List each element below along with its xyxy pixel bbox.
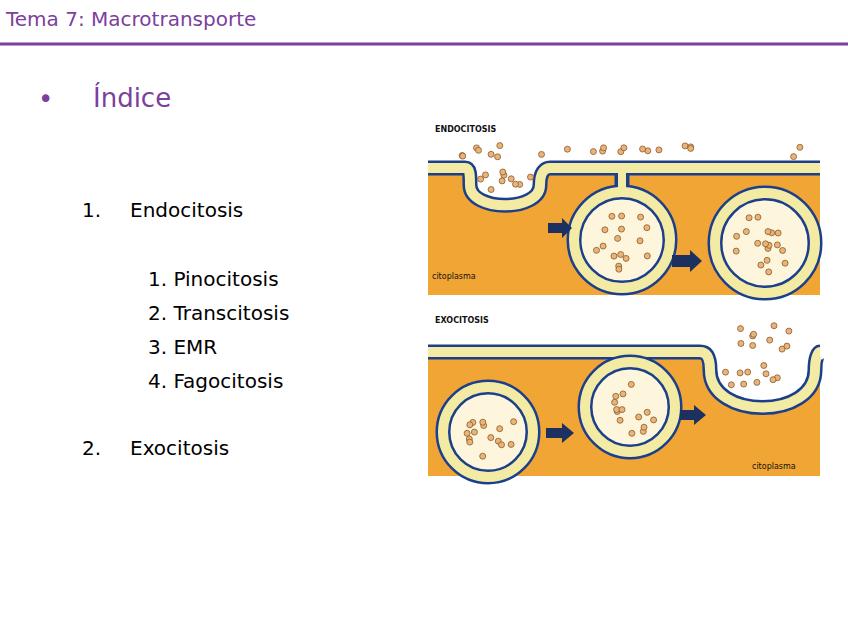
panel-label: ENDOCITOSIS (435, 125, 496, 135)
region-label: citoplasma (752, 462, 796, 472)
title-rule (0, 43, 848, 46)
list-number: 2. (82, 436, 101, 460)
sub-item: 1. Pinocitosis (148, 267, 279, 291)
sub-item: 3. EMR (148, 335, 217, 359)
sub-item: 4. Fagocitosis (148, 369, 283, 393)
exocytosis-figure (428, 316, 820, 477)
sub-item: 2. Transcitosis (148, 301, 289, 325)
list-item: Endocitosis (130, 198, 243, 222)
bullet: • (38, 84, 53, 115)
panel-label: EXOCITOSIS (435, 316, 489, 326)
list-number: 1. (82, 198, 101, 222)
slide-title: Tema 7: Macrotransporte (6, 7, 256, 31)
region-label: citoplasma (432, 272, 476, 282)
list-item: Exocitosis (130, 436, 229, 460)
index-heading: Índice (93, 83, 171, 114)
endocytosis-figure (428, 138, 820, 295)
